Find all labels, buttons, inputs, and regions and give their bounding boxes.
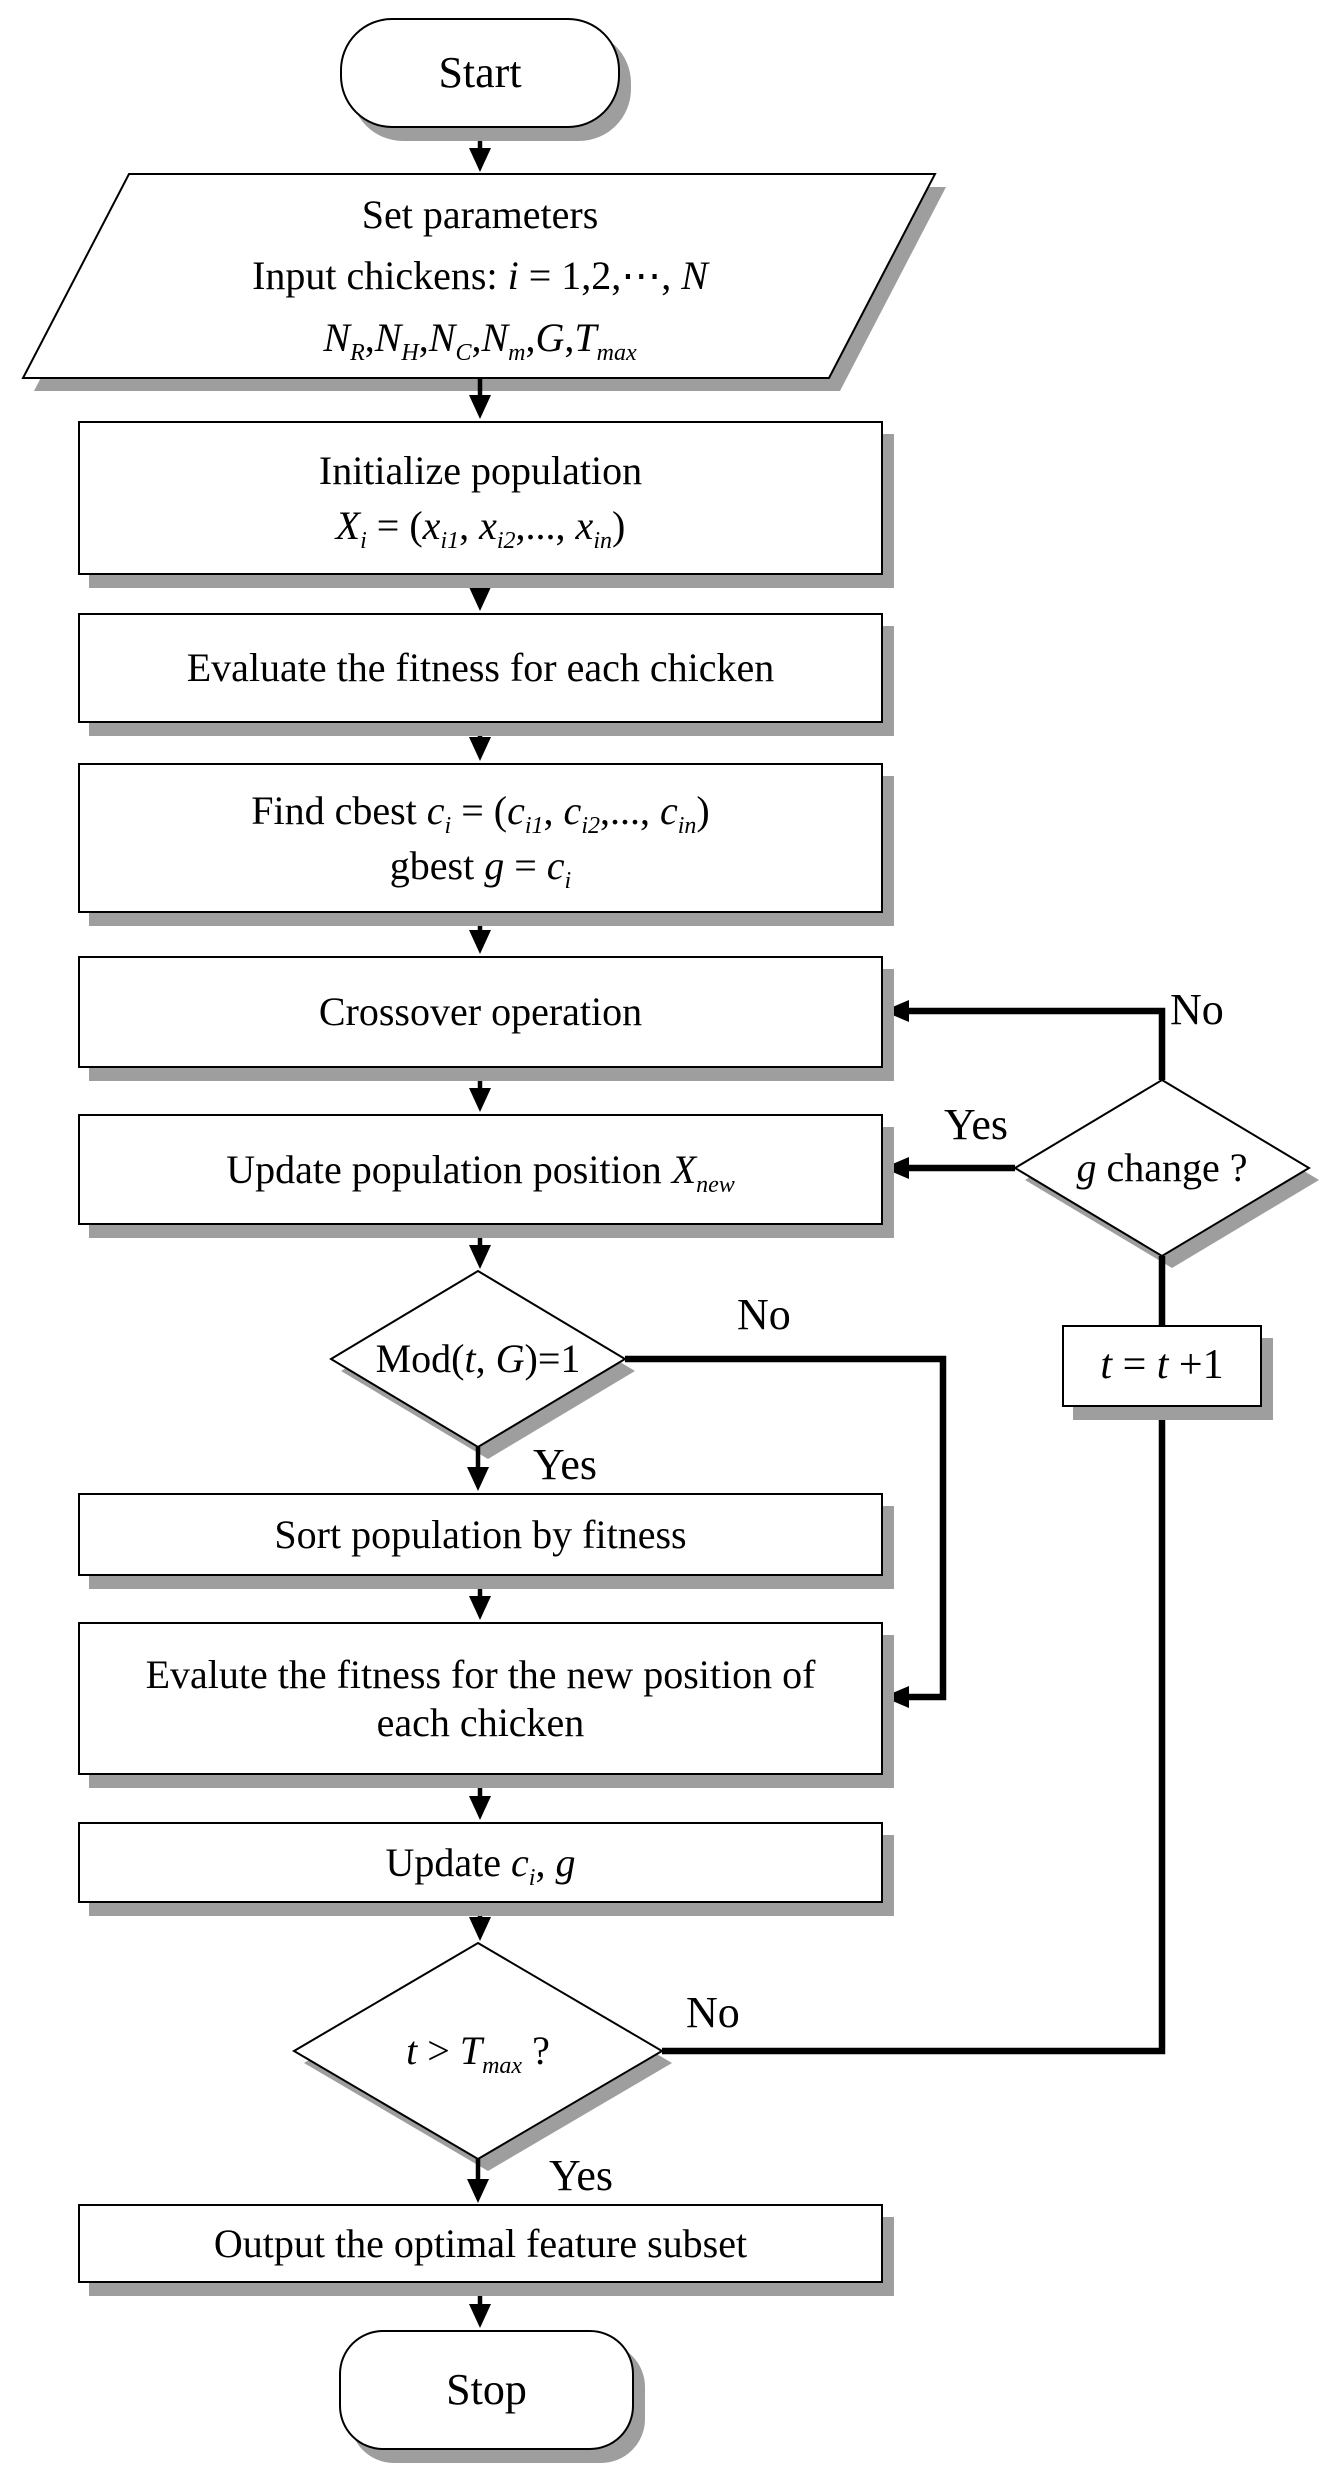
edge-updatepos-mod bbox=[469, 1225, 491, 1269]
edge-params-init bbox=[469, 378, 491, 419]
stop-node: Stop bbox=[339, 2330, 634, 2450]
mod-no-label: No bbox=[737, 1290, 791, 1339]
g-change-yes-label: Yes bbox=[943, 1100, 1008, 1149]
params-parallelogram-shape bbox=[21, 173, 937, 379]
update-position-label: Update population position Xnew bbox=[226, 1146, 735, 1198]
edge-output-stop bbox=[469, 2285, 491, 2328]
initialize-line-1: Initialize population bbox=[318, 447, 643, 493]
initialize-population-node: Initialize population Xi = (xi1, xi2,...… bbox=[78, 421, 883, 575]
edge-findbest-crossover bbox=[469, 913, 491, 954]
find-best-node: Find cbest ci = (ci1, ci2,..., cin) gbes… bbox=[78, 763, 883, 913]
edge-start-params bbox=[469, 128, 491, 172]
tmax-yes-label: Yes bbox=[549, 2151, 614, 2200]
g-change-node: g change ? bbox=[1015, 1080, 1309, 1256]
g-change-no-label: No bbox=[1170, 985, 1224, 1034]
find-best-line-2: gbest g = ci bbox=[389, 843, 572, 894]
update-best-node: Update ci, g bbox=[78, 1822, 883, 1903]
update-best-label: Update ci, g bbox=[385, 1839, 576, 1891]
edge-mod-no-arrowhead bbox=[883, 1686, 909, 1708]
evaluate-new-position-node: Evalute the fitness for the new position… bbox=[78, 1622, 883, 1775]
edge-sort-evalnew bbox=[469, 1576, 491, 1620]
mod-yes-label: Yes bbox=[533, 1440, 598, 1489]
stop-label: Stop bbox=[446, 2365, 527, 2415]
t-increment-label: t = t +1 bbox=[1100, 1342, 1224, 1389]
tmax-no-label: No bbox=[686, 1988, 740, 2037]
evaluate-fitness-node: Evaluate the fitness for each chicken bbox=[78, 613, 883, 723]
edge-mod-no bbox=[625, 1355, 947, 1701]
sort-population-label: Sort population by fitness bbox=[274, 1511, 687, 1557]
edge-mod-sort bbox=[467, 1447, 489, 1491]
g-change-label: g change ? bbox=[1076, 1145, 1248, 1191]
edge-g-change-yes-arrowhead bbox=[883, 1157, 909, 1179]
initialize-line-2: Xi = (xi1, xi2,..., xin) bbox=[335, 503, 626, 554]
edge-init-eval bbox=[469, 575, 491, 611]
update-position-node: Update population position Xnew bbox=[78, 1114, 883, 1225]
edge-tmax-no-loop bbox=[662, 1256, 1166, 2055]
edge-updatebest-tmax bbox=[469, 1903, 491, 1941]
edge-tmax-output bbox=[467, 2159, 489, 2203]
evaluate-new-position-label: Evalute the fitness for the new position… bbox=[145, 1652, 816, 1745]
edge-crossover-updatepos bbox=[469, 1068, 491, 1112]
edge-g-change-no bbox=[905, 1007, 1166, 1080]
edge-eval-findbest bbox=[469, 723, 491, 761]
tmax-check-label: t > Tmax ? bbox=[406, 2028, 550, 2080]
edge-evalnew-updatebest bbox=[469, 1775, 491, 1820]
start-node: Start bbox=[340, 18, 620, 128]
output-label: Output the optimal feature subset bbox=[213, 2220, 748, 2266]
edge-g-change-no-arrowhead bbox=[883, 1000, 909, 1022]
crossover-label: Crossover operation bbox=[318, 989, 643, 1035]
sort-population-node: Sort population by fitness bbox=[78, 1493, 883, 1576]
params-line-2: Input chickens: i = 1,2,⋯, N bbox=[252, 253, 708, 299]
find-best-line-1: Find cbest ci = (ci1, ci2,..., cin) bbox=[251, 787, 710, 839]
evaluate-fitness-label: Evaluate the fitness for each chicken bbox=[186, 645, 775, 691]
mod-check-node: Mod(t, G)=1 bbox=[331, 1271, 625, 1447]
mod-check-label: Mod(t, G)=1 bbox=[375, 1336, 581, 1382]
t-increment-node: t = t +1 bbox=[1062, 1325, 1262, 1407]
tmax-check-node: t > Tmax ? bbox=[294, 1943, 662, 2159]
params-line-3: NR,NH,NC,Nm,G,Tmax bbox=[323, 314, 637, 366]
params-node: Set parameters Input chickens: i = 1,2,⋯… bbox=[60, 174, 900, 378]
crossover-node: Crossover operation bbox=[78, 956, 883, 1068]
start-label: Start bbox=[438, 48, 522, 98]
output-node: Output the optimal feature subset bbox=[78, 2204, 883, 2283]
params-line-1: Set parameters bbox=[361, 192, 599, 238]
